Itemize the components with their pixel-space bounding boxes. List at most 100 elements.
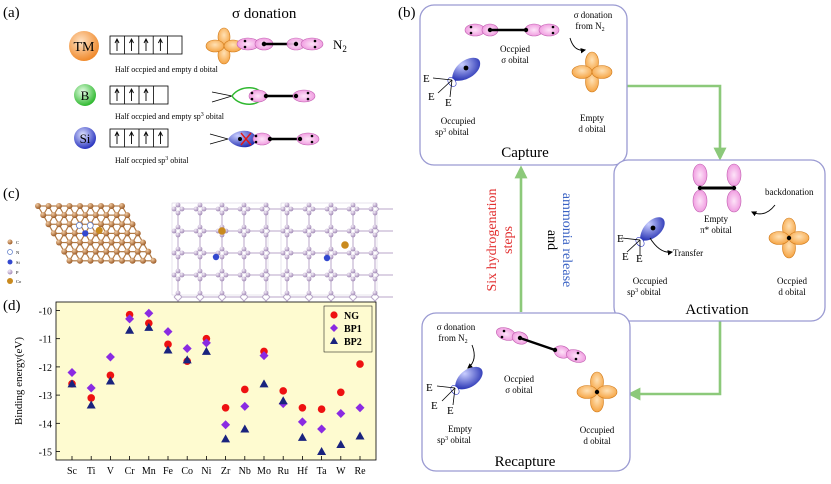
- bp1-point-hf: [297, 417, 307, 427]
- bp1-point-sc: [67, 368, 77, 378]
- si-sp3-orbital-icon: [209, 130, 320, 148]
- panel-d-label: (d): [3, 298, 21, 314]
- y-axis-label: Binding energy(eV): [13, 337, 25, 425]
- blocked-cross-icon: [240, 132, 252, 146]
- tm-atom-label: TM: [74, 40, 96, 55]
- and-text: and: [544, 230, 559, 250]
- capture-title: Capture: [501, 145, 549, 161]
- recapture-n2-orbital: [496, 327, 586, 363]
- svg-text:Co: Co: [16, 279, 22, 284]
- x-tick-label: Mn: [142, 466, 156, 477]
- capture-e-label-2: E: [428, 91, 435, 103]
- activation-e-label-1: E: [617, 233, 624, 245]
- ng-point-re: [356, 360, 364, 368]
- x-tick-label: W: [336, 466, 346, 477]
- y-tick-label: -12: [39, 363, 52, 374]
- bp1-point-ti: [86, 383, 96, 393]
- panel-b-label: (b): [398, 5, 416, 21]
- ng-point-v: [106, 371, 115, 380]
- ng-point-zr: [221, 404, 230, 412]
- x-tick-label: Co: [181, 466, 193, 477]
- tm-orbital-boxes: [109, 35, 183, 55]
- bp2-point-zr: [221, 434, 231, 443]
- bp1-point-fe: [163, 327, 173, 337]
- x-tick-label: Ti: [87, 466, 96, 477]
- sigma-donation-heading: σ donation: [232, 6, 297, 22]
- capture-e-label-3: E: [445, 97, 452, 109]
- bp2-point-ni: [201, 346, 211, 355]
- y-axis-ticks: -10-11-12-13-14-15: [39, 306, 60, 459]
- bp1-point-cr: [125, 314, 135, 324]
- activation-title: Activation: [685, 302, 749, 318]
- ng-point-hf: [298, 404, 307, 412]
- ng-lattice-structure: [35, 203, 157, 264]
- bp2-point-fe: [163, 345, 173, 354]
- bp1-point-nb: [240, 401, 250, 411]
- capture-donation-arrow: [569, 37, 587, 54]
- hydrogenation-text-2: steps: [501, 226, 516, 254]
- activation-pi-orbital-icon: [692, 163, 742, 213]
- ng-point-w: [337, 388, 345, 397]
- svg-text:Si: Si: [16, 260, 21, 265]
- recapture-sp3-orbital-icon: [436, 366, 483, 406]
- legend-bp2-marker: [330, 337, 338, 344]
- b-sp3-orbital-icon: [211, 87, 316, 105]
- ng-point-ta: [317, 405, 326, 414]
- svg-text:N: N: [16, 250, 20, 255]
- bp2-point-sc: [67, 379, 77, 388]
- b-orbital-boxes: [109, 85, 169, 105]
- bp1-point-v: [105, 352, 115, 362]
- transfer-arrow: [649, 237, 674, 256]
- x-tick-label: Nb: [239, 466, 251, 477]
- recapture-e-label-2: E: [431, 400, 438, 412]
- bp1-point-ni: [201, 338, 211, 348]
- b-atom-label: B: [81, 88, 90, 103]
- legend-ng-label: NG: [344, 311, 359, 322]
- bp1-point-zr: [221, 420, 231, 430]
- svg-text:P: P: [16, 270, 19, 275]
- lattice-legend: C N Si P Co: [7, 239, 22, 284]
- backdonation-text: backdonation: [765, 187, 814, 197]
- x-tick-label: Fe: [163, 466, 174, 477]
- chart-legend: NG BP1 BP2: [323, 305, 373, 353]
- bp2-point-nb: [240, 424, 250, 433]
- legend-bp2-label: BP2: [344, 337, 362, 348]
- x-tick-label: Hf: [297, 466, 308, 477]
- x-tick-label: Ru: [277, 466, 289, 477]
- b-atom-icon: [74, 84, 96, 106]
- bp2-point-re: [355, 431, 365, 440]
- n2-label: N2: [333, 37, 347, 54]
- capture-e-label-1: E: [423, 73, 430, 85]
- x-tick-label: V: [107, 466, 115, 477]
- bp2-point-hf: [297, 432, 307, 441]
- panel-c: (c) C N Si P Co: [3, 186, 393, 315]
- x-tick-label: Ni: [201, 466, 211, 477]
- panel-a: (a) σ donation TM Half occpied and empty…: [3, 5, 347, 165]
- recapture-e-label-3: E: [447, 405, 454, 417]
- recapture-e-label-1: E: [426, 382, 433, 394]
- activation-to-recapture-arrow: [627, 320, 722, 401]
- capture-sp3-orbital-icon: [432, 57, 481, 98]
- y-tick-label: -15: [39, 448, 52, 459]
- bp2-point-ti: [86, 400, 96, 409]
- bp1-lattice-structure: [171, 202, 284, 315]
- transfer-text: Transfer: [673, 248, 703, 258]
- panel-c-label: (c): [3, 186, 20, 202]
- y-tick-label: -13: [39, 391, 52, 402]
- panel-b: (b) Six hydrogenation steps and ammonia …: [398, 4, 826, 472]
- y-tick-label: -10: [39, 306, 52, 317]
- ng-point-ti: [87, 394, 95, 402]
- capture-n2-orbital: [464, 23, 560, 37]
- bp2-point-co: [182, 355, 192, 364]
- x-tick-label: Sc: [67, 466, 78, 477]
